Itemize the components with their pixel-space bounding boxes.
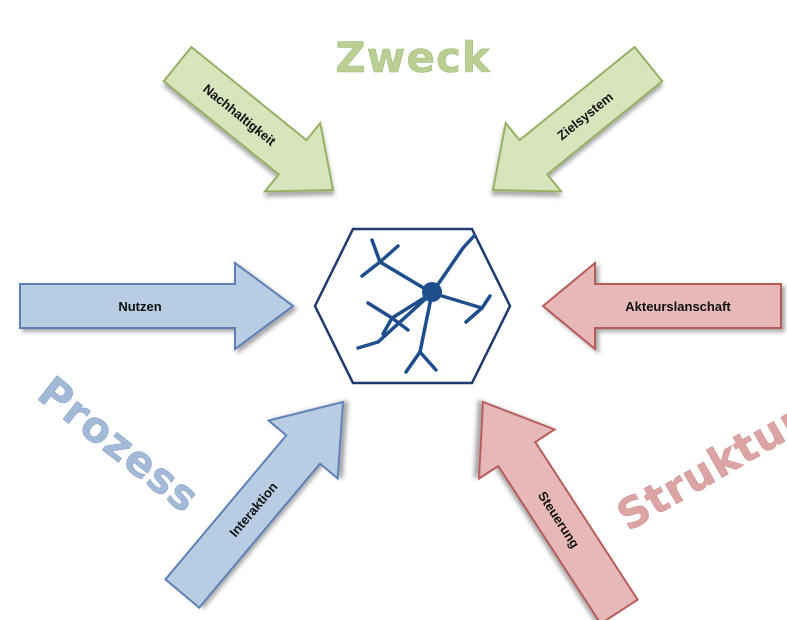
arrow-akteurslanschaft: Akteurslanschaft: [541, 260, 782, 352]
arrow-label-akteurslanschaft: Akteurslanschaft: [625, 299, 731, 314]
central-hexagon: [313, 227, 512, 385]
category-zweck: Zweck: [335, 33, 491, 82]
arrow-zielsystem: Zielsystem: [491, 45, 664, 193]
arrow-label-nutzen: Nutzen: [118, 299, 161, 314]
category-struktur: Struktur: [609, 394, 787, 540]
category-prozess: Prozess: [29, 367, 209, 523]
network-hub: [422, 282, 442, 302]
arrow-nutzen: Nutzen: [19, 261, 295, 351]
arrow-nachhaltigkeit: Nachhaltigkeit: [162, 45, 335, 193]
